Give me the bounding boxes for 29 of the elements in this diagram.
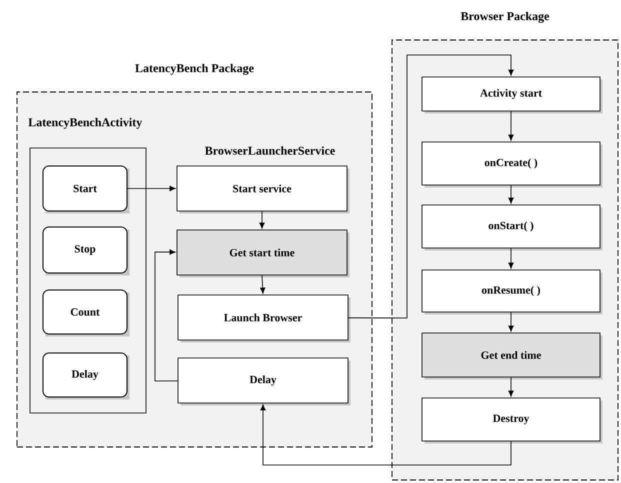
process-box: Launch Browser xyxy=(178,294,350,342)
arrow xyxy=(260,404,512,466)
button: Count xyxy=(42,290,130,336)
process-box: Get end time xyxy=(422,332,602,380)
arrow xyxy=(127,186,176,192)
arrow xyxy=(348,54,514,318)
button: Delay xyxy=(42,352,130,400)
process-box: Activity start xyxy=(422,76,602,114)
arrow xyxy=(508,377,514,397)
process-box: Start service xyxy=(176,166,350,214)
process-box: Get start time xyxy=(176,230,350,278)
arrow xyxy=(259,211,265,229)
heading: LatencyBench Package xyxy=(135,64,254,75)
arrow xyxy=(260,275,266,294)
heading: BrowserLauncherService xyxy=(205,146,335,155)
heading: LatencyBenchActivity xyxy=(28,118,142,129)
arrow xyxy=(508,185,514,204)
process-box: onCreate( ) xyxy=(422,142,602,188)
process-box: Delay xyxy=(178,358,350,406)
process-box: Destroy xyxy=(422,398,602,444)
process-box: onStart( ) xyxy=(422,204,602,250)
process-box: onResume( ) xyxy=(422,270,602,314)
button: Stop xyxy=(42,226,130,276)
button: Start xyxy=(42,166,130,214)
arrow xyxy=(508,111,514,141)
heading: Browser Package xyxy=(460,12,550,23)
arrow xyxy=(154,249,178,382)
arrow xyxy=(508,248,514,269)
arrow xyxy=(508,312,514,332)
